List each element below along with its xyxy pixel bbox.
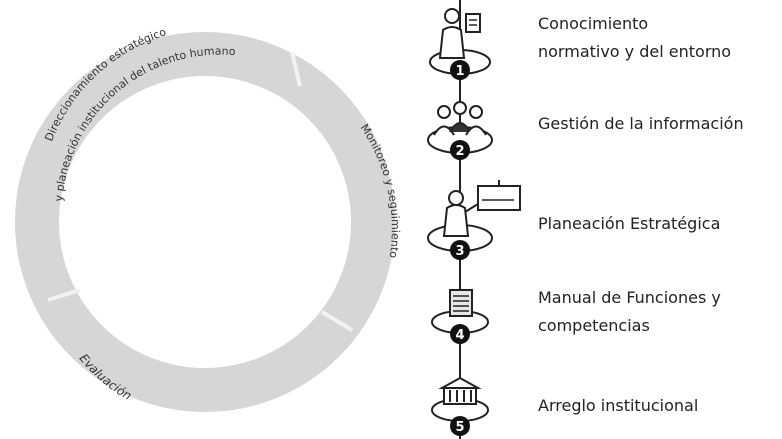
step-1-label: Conocimiento normativo y del entorno xyxy=(538,10,731,66)
step-2-label: Gestión de la información xyxy=(538,110,744,138)
step-badge xyxy=(450,324,470,344)
step-1-label-line-1: Conocimiento xyxy=(538,14,649,33)
step-badge xyxy=(450,240,470,260)
step-number: 5 xyxy=(455,420,464,435)
person-with-document-icon xyxy=(438,8,481,59)
step-5-label-line-1: Arreglo institucional xyxy=(538,396,699,415)
ring-separator xyxy=(47,288,81,302)
step-badge xyxy=(450,140,470,160)
presenter-with-board-icon xyxy=(442,180,521,237)
ring-separator xyxy=(320,310,354,332)
step-4-label-line-2: competencias xyxy=(538,316,650,335)
document-stack-icon xyxy=(449,289,473,317)
step-number: 1 xyxy=(455,64,464,79)
group-meeting-icon xyxy=(433,101,487,136)
step-badge xyxy=(450,60,470,80)
step-4-label-line-1: Manual de Funciones y xyxy=(538,288,721,307)
step-3: 3 xyxy=(427,180,521,260)
ring-separator xyxy=(290,51,302,87)
step-number: 4 xyxy=(455,328,464,343)
step-4: 4 xyxy=(431,289,489,344)
ring-band xyxy=(15,32,395,412)
step-number: 3 xyxy=(455,244,464,259)
step-2-label-line-1: Gestión de la información xyxy=(538,114,744,133)
cycle-ring: Direccionamiento estratégico y planeació… xyxy=(15,25,402,412)
step-4-label: Manual de Funciones y competencias xyxy=(538,284,721,340)
step-5-label: Arreglo institucional xyxy=(538,392,698,420)
step-chain: 1 2 xyxy=(427,0,521,439)
step-badge xyxy=(450,416,470,436)
step-1-label-line-2: normativo y del entorno xyxy=(538,42,732,61)
step-3-label: Planeación Estratégica xyxy=(538,210,720,238)
step-5: 5 xyxy=(431,376,489,436)
step-2: 2 xyxy=(427,101,493,160)
step-number: 2 xyxy=(455,144,464,159)
step-3-label-line-1: Planeación Estratégica xyxy=(538,214,721,233)
institution-building-icon xyxy=(438,376,482,405)
step-1: 1 xyxy=(429,8,491,80)
